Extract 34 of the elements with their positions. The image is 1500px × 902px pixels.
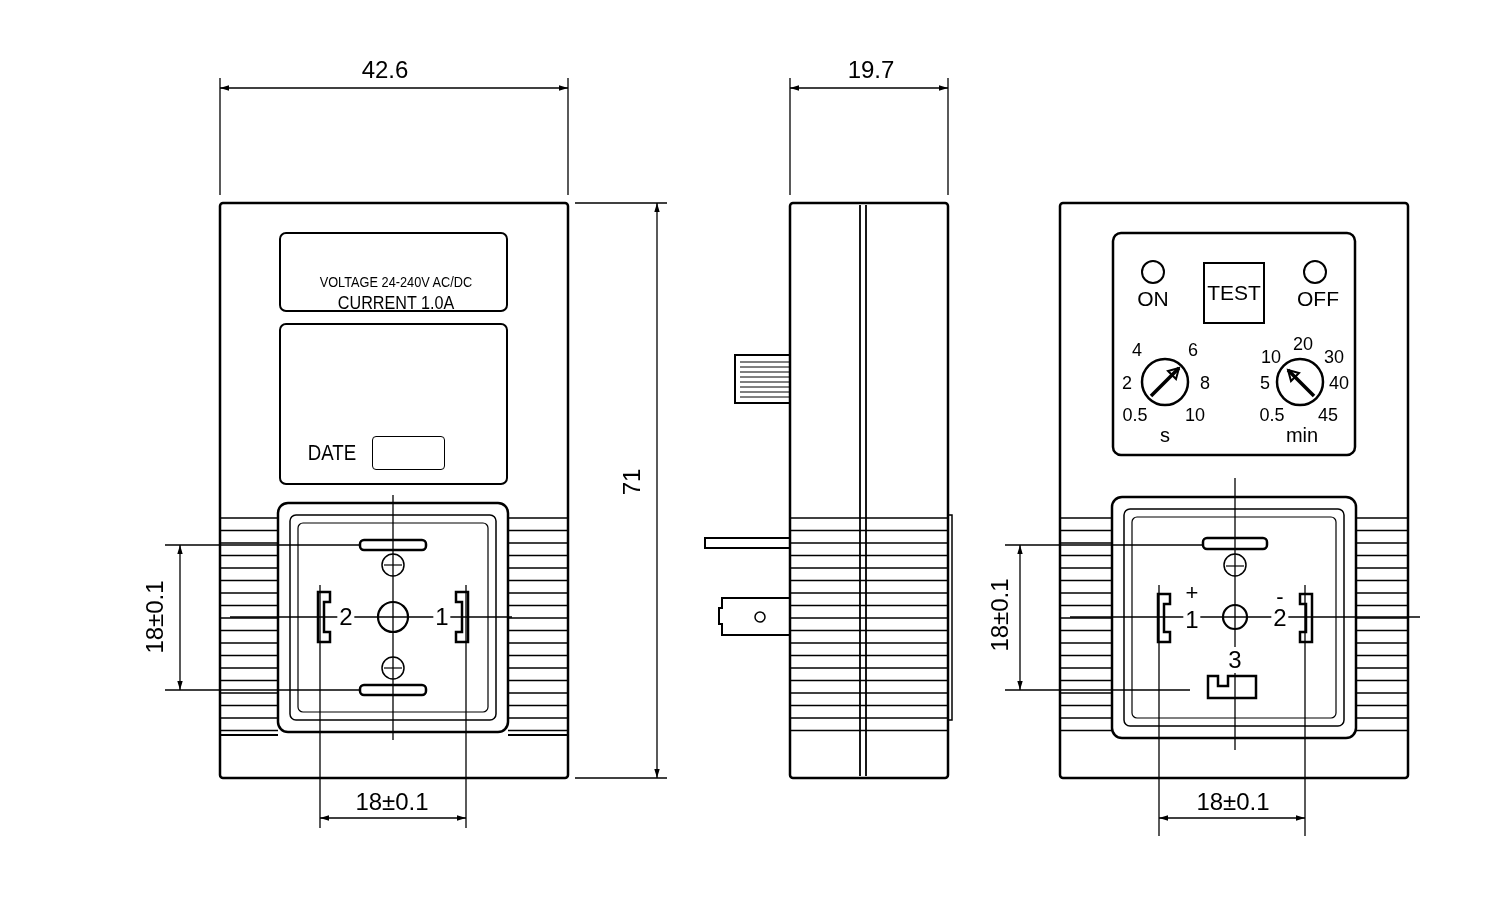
polarity-sign: + [1185, 582, 1199, 604]
label-panel [279, 323, 508, 485]
dial-scale-number: 6 [1188, 341, 1198, 359]
indicator-label: OFF [1297, 287, 1339, 309]
dial-scale-number: 8 [1200, 374, 1210, 392]
polarity-sign: - [1276, 586, 1284, 608]
dial-scale-number: 40 [1329, 374, 1349, 392]
rating-label [279, 232, 508, 312]
dimension-value: 18±0.1 [988, 578, 1012, 652]
unit-label: s [1160, 425, 1170, 445]
dimension-value: 18±0.1 [1196, 790, 1270, 814]
dial-scale-number: 0.5 [1259, 406, 1285, 424]
dimension-value: 71 [620, 468, 644, 496]
dial-scale-number: 0.5 [1122, 406, 1148, 424]
current-rating-text: CURRENT 1.0A [337, 292, 455, 312]
dial-scale-number: 2 [1122, 374, 1132, 392]
dial-scale-number: 30 [1324, 348, 1344, 366]
dial-scale-number: 45 [1318, 406, 1338, 424]
dial-scale-number: 10 [1261, 348, 1281, 366]
unit-label: min [1285, 425, 1319, 445]
dimension-value: 42.6 [361, 58, 409, 82]
dial-scale-number: 5 [1260, 374, 1270, 392]
indicator-label: ON [1137, 287, 1169, 309]
dial-scale-number: 4 [1132, 341, 1142, 359]
pin-number: 3 [1226, 647, 1244, 673]
date-field [372, 436, 445, 470]
dimension-value: 19.7 [847, 58, 895, 82]
dial-scale-number: 10 [1185, 406, 1205, 424]
voltage-rating-text: VOLTAGE 24-240V AC/DC [319, 273, 473, 289]
dimension-value: 18±0.1 [143, 580, 167, 654]
dial-scale-number: 20 [1293, 335, 1313, 353]
dimension-value: 18±0.1 [355, 790, 429, 814]
date-label: DATE [307, 442, 357, 464]
test-button: TEST [1203, 262, 1265, 324]
